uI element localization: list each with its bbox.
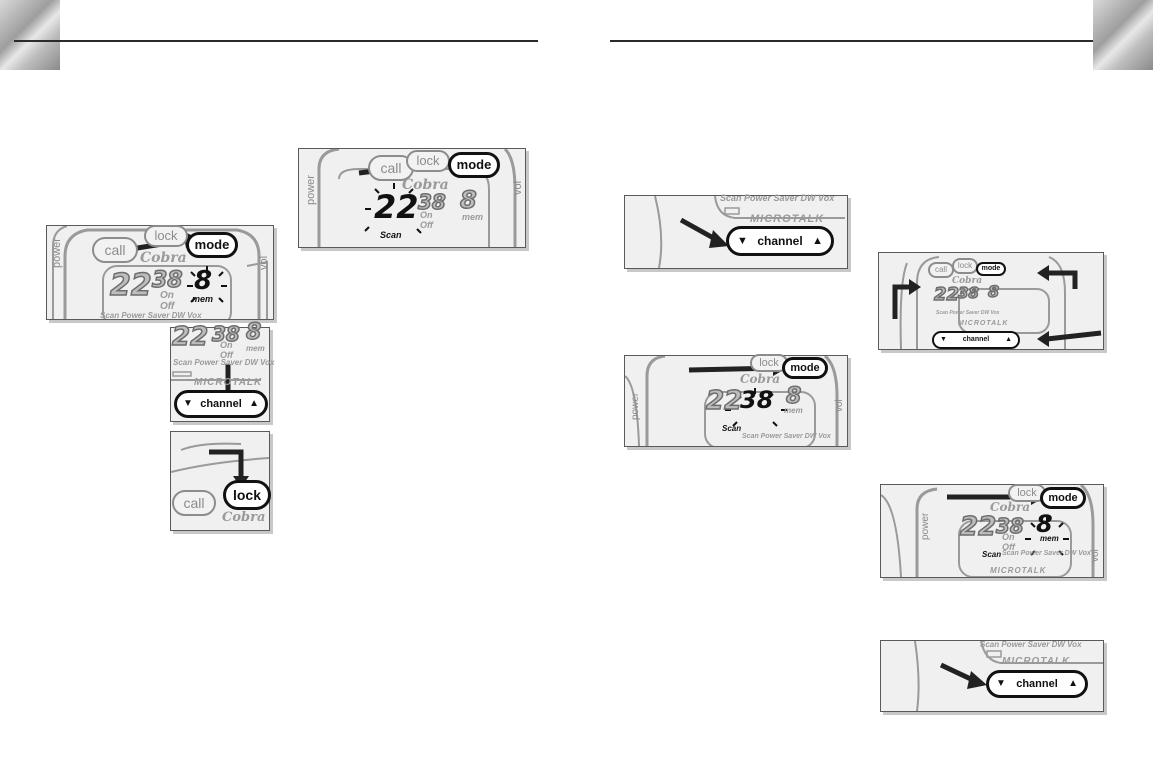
right-corner-tab bbox=[1093, 0, 1153, 70]
mode-button[interactable]: mode bbox=[186, 232, 238, 258]
lcd-memory-digit: 8 bbox=[459, 185, 477, 215]
cobra-logo: Cobra bbox=[402, 177, 449, 193]
right-header-rule bbox=[610, 40, 1135, 42]
lcd-on-label: On bbox=[160, 290, 174, 301]
lcd-mem-label: mem bbox=[462, 212, 484, 222]
lcd-status-row: Scan Power Saver DW Vox bbox=[1002, 550, 1091, 557]
lcd-mem-label: mem bbox=[1040, 534, 1059, 543]
call-button[interactable]: call bbox=[928, 262, 954, 278]
lcd-channel: 22 bbox=[374, 188, 419, 226]
call-button[interactable]: call bbox=[92, 237, 138, 263]
lcd-on-label: On bbox=[1002, 532, 1015, 542]
vol-label: vol bbox=[258, 255, 270, 270]
power-label: power bbox=[920, 512, 931, 540]
lcd-status-row: Scan Power Saver DW Vox bbox=[173, 358, 275, 367]
channel-down-icon: ▼ bbox=[183, 398, 193, 409]
lcd-mem-label: mem bbox=[784, 406, 803, 415]
lcd-mem-label: mem bbox=[246, 344, 265, 353]
channel-button[interactable]: ▼ channel ▲ bbox=[726, 226, 834, 256]
lcd-memory-digit: 8 bbox=[194, 266, 213, 296]
power-label: power bbox=[305, 175, 317, 205]
mode-button[interactable]: mode bbox=[448, 152, 500, 178]
lcd-status-row: Scan Power Saver DW Vox bbox=[936, 310, 1000, 316]
lcd-channel: 22 bbox=[705, 385, 743, 417]
lcd-code: 38 bbox=[417, 189, 446, 215]
call-button[interactable]: call bbox=[172, 490, 216, 516]
vol-label: vol bbox=[1090, 549, 1101, 562]
lcd-off-label: Off bbox=[1002, 542, 1015, 552]
lcd-scan-indicator: Scan bbox=[722, 424, 742, 433]
lcd-code: 38 bbox=[995, 513, 1024, 539]
lcd-channel: 22 bbox=[959, 511, 997, 543]
cobra-logo: Cobra bbox=[952, 276, 983, 286]
lock-button[interactable]: lock bbox=[952, 258, 978, 274]
channel-label: channel bbox=[200, 398, 242, 410]
lcd-channel: 22 bbox=[933, 283, 960, 306]
power-label: power bbox=[630, 392, 641, 420]
lcd-on-label: On bbox=[220, 340, 233, 350]
lcd-code: 38 bbox=[211, 321, 240, 347]
lcd-scan-indicator: Scan bbox=[982, 550, 1002, 559]
cobra-logo: Cobra bbox=[740, 372, 781, 386]
channel-up-icon: ▲ bbox=[1068, 678, 1078, 689]
lcd-off-label: Off bbox=[420, 220, 433, 230]
lcd-status-row: Scan Power Saver DW Vox bbox=[980, 640, 1082, 649]
microtalk-logo: MICROTALK bbox=[990, 566, 1047, 575]
channel-label: channel bbox=[962, 336, 990, 343]
lock-button[interactable]: lock bbox=[406, 150, 450, 172]
channel-label: channel bbox=[757, 234, 803, 248]
left-header-rule bbox=[14, 40, 538, 42]
lcd-code: 38 bbox=[957, 283, 979, 303]
lcd-off-label: Off bbox=[160, 301, 175, 312]
channel-up-icon: ▲ bbox=[1005, 336, 1012, 343]
channel-down-icon: ▼ bbox=[940, 336, 947, 343]
cobra-logo: Cobra bbox=[222, 510, 266, 525]
lcd-on-label: On bbox=[420, 210, 433, 220]
lcd-memory-digit: 8 bbox=[245, 319, 262, 346]
microtalk-logo: MICROTALK bbox=[1002, 656, 1071, 667]
channel-down-icon: ▼ bbox=[996, 678, 1006, 689]
channel-up-icon: ▲ bbox=[249, 398, 259, 409]
vol-label: vol bbox=[512, 180, 524, 195]
microtalk-logo: MICROTALK bbox=[750, 213, 825, 225]
channel-label: channel bbox=[1016, 678, 1058, 690]
channel-button[interactable]: ▼ channel ▲ bbox=[986, 670, 1088, 698]
mode-button[interactable]: mode bbox=[782, 357, 828, 379]
lock-button[interactable]: lock bbox=[1008, 484, 1046, 502]
power-label: power bbox=[51, 238, 63, 268]
channel-button[interactable]: ▼ channel ▲ bbox=[174, 390, 268, 418]
lcd-code: 38 bbox=[740, 386, 774, 414]
lcd-scan-indicator: Scan bbox=[380, 230, 402, 240]
lcd-mem-label: mem bbox=[192, 294, 214, 304]
mode-button[interactable]: mode bbox=[1040, 487, 1086, 509]
cobra-logo: Cobra bbox=[990, 500, 1031, 514]
left-corner-tab bbox=[0, 0, 60, 70]
lcd-off-label: Off bbox=[220, 350, 233, 360]
microtalk-logo: MICROTALK bbox=[194, 377, 263, 388]
mode-button[interactable]: mode bbox=[976, 262, 1006, 276]
lcd-memory-digit: 8 bbox=[785, 383, 802, 410]
microtalk-logo: MICROTALK bbox=[958, 320, 1009, 327]
lcd-status-row: Scan Power Saver DW Vox bbox=[100, 311, 202, 320]
lcd-status-row: Scan Power Saver DW Vox bbox=[742, 433, 831, 440]
channel-button[interactable]: ▼ channel ▲ bbox=[932, 331, 1020, 349]
lcd-code: 38 bbox=[151, 267, 183, 294]
vol-label: vol bbox=[834, 399, 845, 412]
lcd-channel: 22 bbox=[109, 267, 152, 304]
lock-button[interactable]: lock bbox=[750, 354, 788, 372]
lock-button[interactable]: lock bbox=[223, 480, 271, 510]
lock-button[interactable]: lock bbox=[144, 225, 188, 247]
lcd-memory-digit: 8 bbox=[987, 281, 1000, 302]
cobra-logo: Cobra bbox=[140, 250, 187, 266]
lcd-channel: 22 bbox=[171, 321, 209, 353]
figure-mode-memory-scan bbox=[880, 484, 1104, 578]
channel-up-icon: ▲ bbox=[812, 235, 823, 247]
channel-down-icon: ▼ bbox=[737, 235, 748, 247]
call-button[interactable]: call bbox=[368, 155, 414, 181]
lcd-memory-digit: 8 bbox=[1036, 510, 1053, 538]
lcd-status-row: Scan Power Saver DW Vox bbox=[720, 193, 835, 203]
